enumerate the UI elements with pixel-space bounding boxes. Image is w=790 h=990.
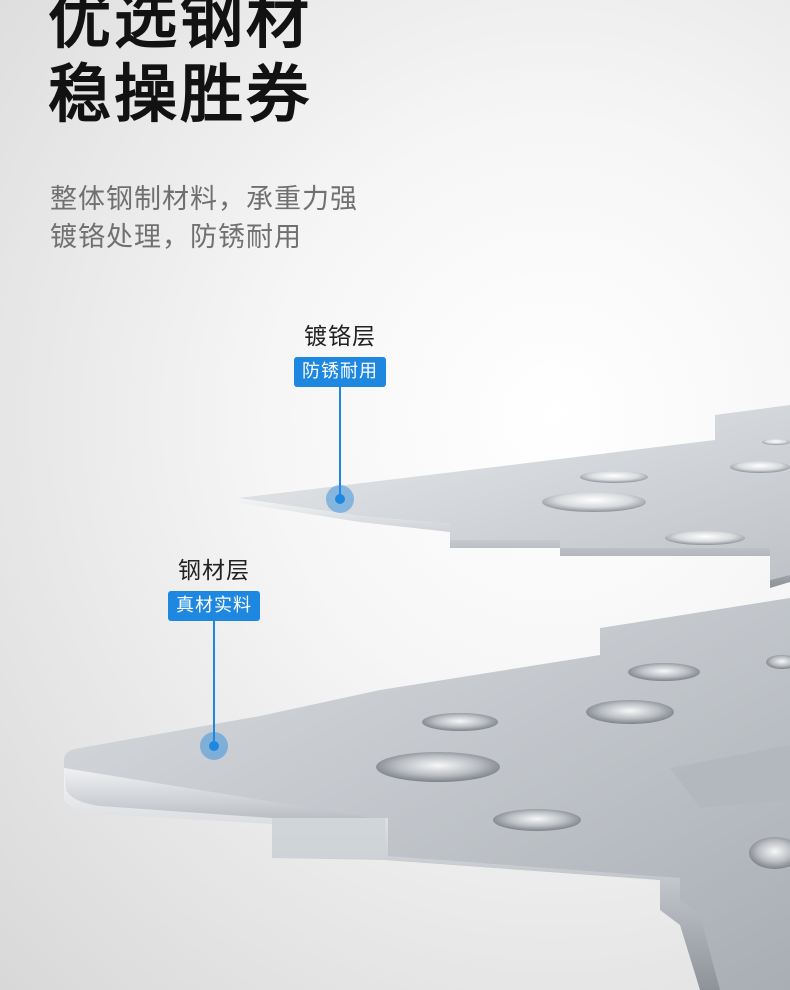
plate-notch-edge	[272, 818, 385, 858]
headline-line-2: 稳操胜券	[48, 58, 312, 131]
chrome-layer-badge: 防锈耐用	[294, 357, 386, 387]
chrome-layer-marker-core	[335, 494, 345, 504]
chrome-layer-callout: 镀铬层 防锈耐用	[284, 322, 396, 387]
plate-hole	[749, 837, 790, 869]
steel-layer-callout: 钢材层 真材实料	[158, 556, 270, 621]
plate-hole	[542, 492, 646, 512]
plate-hole	[493, 809, 581, 831]
steel-layer-marker-core	[209, 741, 219, 751]
chrome-layer-marker-dot	[326, 485, 354, 513]
plate-hole	[762, 439, 790, 445]
plate-hole	[586, 700, 674, 724]
steel-layer-label: 钢材层	[178, 558, 250, 584]
plate-hole	[766, 655, 790, 669]
chrome-layer-label: 镀铬层	[304, 324, 376, 350]
plate-hole	[580, 471, 648, 483]
plate-hole	[665, 531, 745, 545]
subtitle: 整体钢制材料，承重力强 镀铬处理，防锈耐用	[50, 181, 450, 257]
steel-plate	[64, 598, 790, 990]
headline: 优选钢材 稳操胜券	[48, 0, 468, 132]
steel-layer-badge: 真材实料	[168, 591, 260, 621]
plate-hole	[422, 713, 498, 731]
plate-hole	[628, 663, 700, 681]
plate-hole	[730, 461, 790, 473]
subtitle-line-2: 镀铬处理，防锈耐用	[50, 222, 302, 253]
subtitle-line-1: 整体钢制材料，承重力强	[50, 184, 358, 215]
headline-line-1: 优选钢材	[48, 0, 312, 57]
steel-layer-leader-line	[213, 620, 215, 746]
chrome-layer-leader-line	[339, 386, 341, 498]
plate-hole	[376, 752, 500, 782]
chrome-plate	[238, 405, 790, 588]
steel-layer-marker-dot	[200, 732, 228, 760]
